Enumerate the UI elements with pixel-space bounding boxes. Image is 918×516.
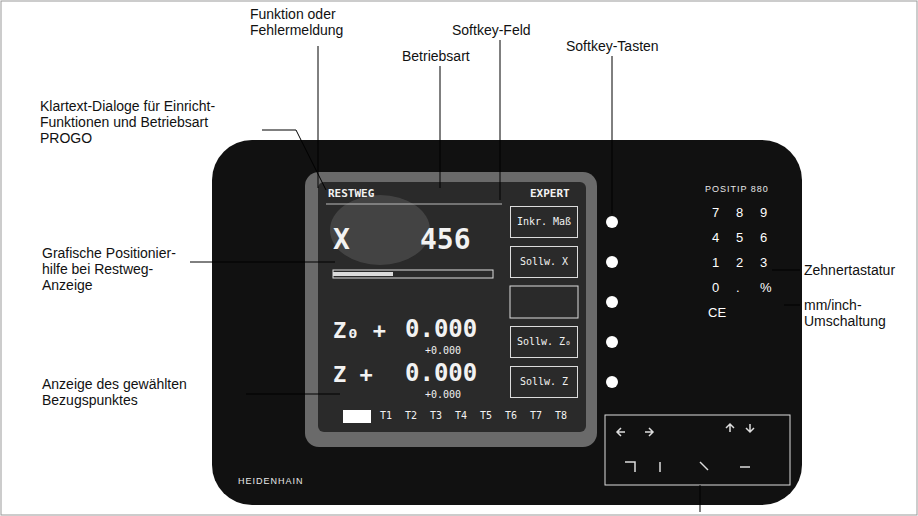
datum-tab: T1 (380, 410, 392, 422)
datum-tab: T4 (455, 410, 467, 422)
datum-tab: T2 (405, 410, 417, 422)
softkey-buttons (606, 216, 618, 388)
screen-mode-text: EXPERT (530, 188, 570, 201)
softkey-label: Inkr. Maß (517, 216, 571, 228)
callout-label: Klartext-Dialoge für Einricht-Funktionen… (40, 98, 260, 146)
callout-label: mm/inch- Umschaltung (804, 297, 904, 329)
keypad-key: 2 (736, 256, 743, 271)
secondary-value: +0.000 (425, 345, 461, 357)
keypad-key: . (736, 281, 740, 296)
positioning-bar (333, 270, 493, 278)
datum-tab: T7 (530, 410, 542, 422)
callout-label: Anzeige des gewählten Bezugspunktes (42, 376, 242, 408)
datum-tab: T8 (555, 410, 567, 422)
cursor-key-symbols (617, 424, 754, 472)
position-value: 0.000 (405, 360, 477, 388)
keypad-key: 3 (760, 256, 767, 271)
datum-tab: T5 (480, 410, 492, 422)
screen-glare (330, 195, 430, 265)
brand-name: HEIDENHAIN (238, 476, 304, 486)
screen-mode-text: RESTWEG (328, 188, 374, 201)
softkey-box: Inkr. Maß (510, 206, 578, 238)
model-name: POSITIP 880 (705, 184, 769, 194)
keypad-key: 5 (736, 231, 743, 246)
secondary-value: +0.000 (425, 389, 461, 401)
screen-bezel (305, 172, 597, 447)
leader-lines (190, 40, 800, 512)
screen-rule (326, 204, 502, 205)
softkey-box: Sollw. Z₀ (510, 326, 578, 358)
keypad-key: 9 (760, 206, 767, 221)
keypad-key: 1 (712, 256, 719, 271)
housing (212, 140, 802, 505)
keypad-key: 6 (760, 231, 767, 246)
position-value: 0.000 (405, 316, 477, 344)
keypad-key: 7 (712, 206, 719, 221)
axis-letter: X (333, 224, 350, 256)
softkey-label: Sollw. Z₀ (517, 336, 571, 348)
callout-label: Softkey-Tasten (566, 38, 659, 54)
screen (318, 182, 586, 432)
softkey-box: Sollw. Z (510, 366, 578, 398)
softkey-label: Sollw. X (520, 256, 568, 268)
empty-softkey (510, 286, 578, 318)
softkey-box: Sollw. X (510, 246, 578, 278)
axis-letter: Z₀ + (333, 318, 386, 343)
keypad-key: % (760, 281, 772, 296)
position-value: 456 (420, 224, 471, 256)
axis-letter: Z + (333, 362, 373, 387)
callout-label: Grafische Positionier- hilfe bei Restweg… (42, 245, 187, 293)
selected-datum (343, 410, 371, 423)
keypad-key: 4 (712, 231, 719, 246)
datum-tab: T3 (430, 410, 442, 422)
keypad-key: CE (708, 306, 726, 321)
cursor-key-panel (605, 415, 790, 485)
keypad-key: 8 (736, 206, 743, 221)
callout-label: Betriebsart (402, 48, 470, 64)
softkey-label: Sollw. Z (520, 376, 568, 388)
callout-label: Softkey-Feld (452, 22, 531, 38)
keypad-key: 0 (712, 281, 719, 296)
positioning-bar-fill (333, 272, 393, 276)
datum-tab: T6 (505, 410, 517, 422)
callout-label: Funktion oder Fehlermeldung (250, 6, 380, 38)
callout-label: Zehnertastatur (804, 262, 895, 278)
